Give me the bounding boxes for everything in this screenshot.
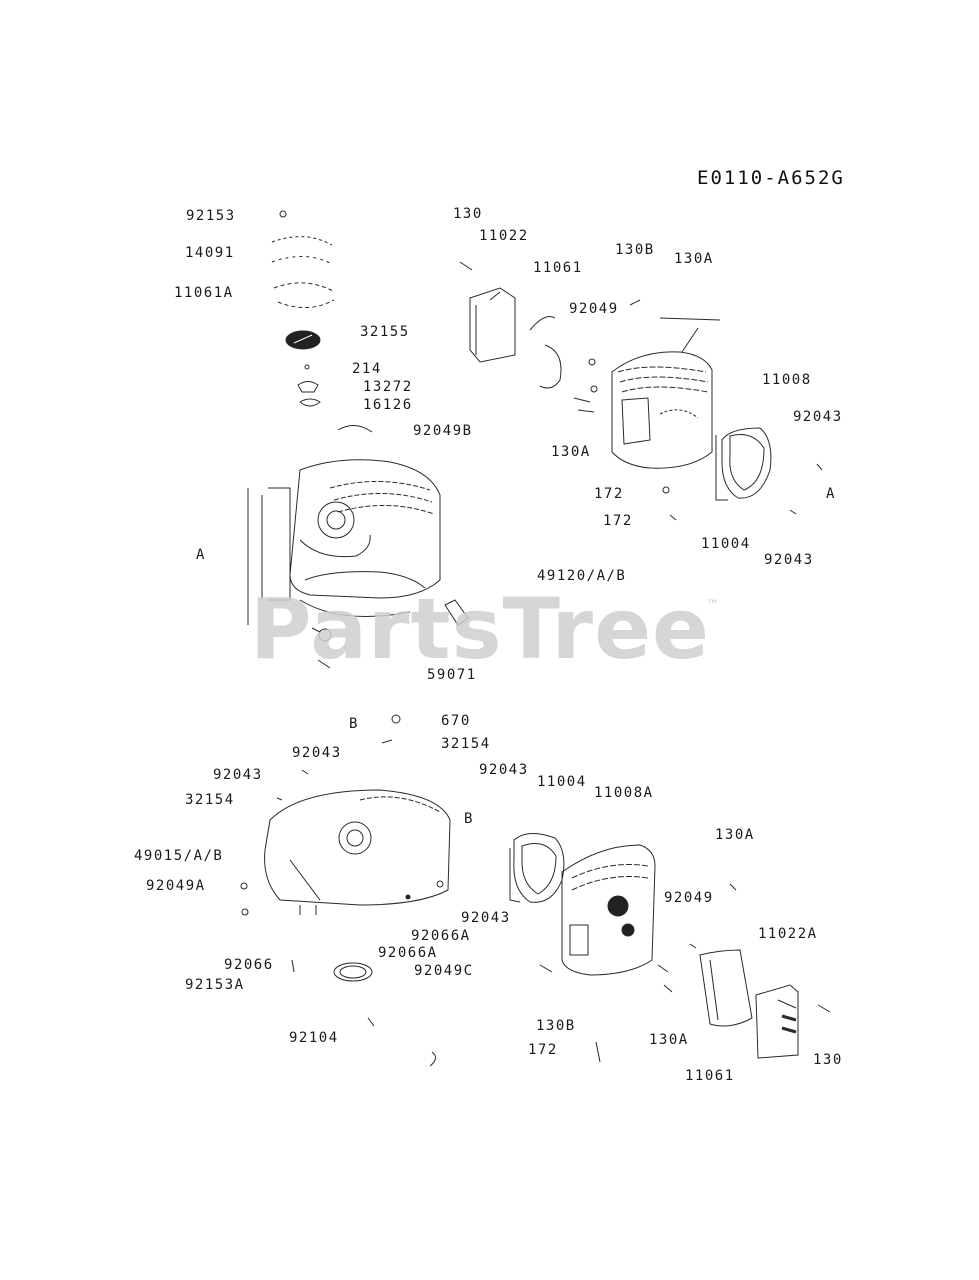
callout-49015-a-b[interactable]: 49015/A/B xyxy=(134,848,224,864)
lower-cylinder-drawing xyxy=(510,833,830,1062)
callout-32154-lower[interactable]: 32154 xyxy=(185,792,235,808)
callout-92066a-a[interactable]: 92066A xyxy=(411,928,471,944)
callout-92153a[interactable]: 92153A xyxy=(185,977,245,993)
callout-92066[interactable]: 92066 xyxy=(224,957,274,973)
callout-172-a[interactable]: 172 xyxy=(594,486,624,502)
callout-92043-lower-d[interactable]: 92043 xyxy=(461,910,511,926)
callout-92043-lower-b[interactable]: 92043 xyxy=(213,767,263,783)
callout-92049c[interactable]: 92049C xyxy=(414,963,474,979)
callout-ref-b-lower[interactable]: B xyxy=(464,811,474,827)
upper-cylinder-drawing xyxy=(460,262,822,520)
callout-92153[interactable]: 92153 xyxy=(186,208,236,224)
callout-92104[interactable]: 92104 xyxy=(289,1030,339,1046)
callout-214[interactable]: 214 xyxy=(352,361,382,377)
callout-130-top[interactable]: 130 xyxy=(453,206,483,222)
callout-ref-a-right[interactable]: A xyxy=(826,486,836,502)
callout-49120-a-b[interactable]: 49120/A/B xyxy=(537,568,627,584)
callout-14091[interactable]: 14091 xyxy=(185,245,235,261)
air-filter-stack-drawing xyxy=(272,211,372,432)
callout-32154-upper[interactable]: 32154 xyxy=(441,736,491,752)
callout-92043-right-b[interactable]: 92043 xyxy=(764,552,814,568)
callout-130a-lower-a[interactable]: 130A xyxy=(715,827,755,843)
callout-92049-top[interactable]: 92049 xyxy=(569,301,619,317)
callout-ref-a-left[interactable]: A xyxy=(196,547,206,563)
callout-16126[interactable]: 16126 xyxy=(363,397,413,413)
callout-670[interactable]: 670 xyxy=(441,713,471,729)
crankcase-block-drawing xyxy=(248,460,468,668)
callout-59071[interactable]: 59071 xyxy=(427,667,477,683)
callout-130a-lower-b[interactable]: 130A xyxy=(649,1032,689,1048)
callout-130a-mid[interactable]: 130A xyxy=(551,444,591,460)
callout-11022a[interactable]: 11022A xyxy=(758,926,818,942)
callout-92049-lower[interactable]: 92049 xyxy=(664,890,714,906)
callout-92043-lower-a[interactable]: 92043 xyxy=(292,745,342,761)
callout-11061-top[interactable]: 11061 xyxy=(533,260,583,276)
callout-130b-top[interactable]: 130B xyxy=(615,242,655,258)
callout-130-lower[interactable]: 130 xyxy=(813,1052,843,1068)
callout-11004-lower[interactable]: 11004 xyxy=(537,774,587,790)
callout-92049a[interactable]: 92049A xyxy=(146,878,206,894)
callout-11008a[interactable]: 11008A xyxy=(594,785,654,801)
callout-172-b[interactable]: 172 xyxy=(603,513,633,529)
callout-92049b[interactable]: 92049B xyxy=(413,423,473,439)
callout-11061-lower[interactable]: 11061 xyxy=(685,1068,735,1084)
callout-13272[interactable]: 13272 xyxy=(363,379,413,395)
callout-11004-top[interactable]: 11004 xyxy=(701,536,751,552)
callout-92066a-b[interactable]: 92066A xyxy=(378,945,438,961)
callout-92043-lower-c[interactable]: 92043 xyxy=(479,762,529,778)
callout-11022[interactable]: 11022 xyxy=(479,228,529,244)
callout-130b-lower[interactable]: 130B xyxy=(536,1018,576,1034)
callout-ref-b-upper[interactable]: B xyxy=(349,716,359,732)
callout-32155[interactable]: 32155 xyxy=(360,324,410,340)
callout-130a-top[interactable]: 130A xyxy=(674,251,714,267)
diagram-code: E0110-A652G xyxy=(697,167,845,189)
trademark-mark: ™ xyxy=(706,598,719,613)
partstree-watermark: PartsTree xyxy=(250,580,711,678)
callout-92043-right-a[interactable]: 92043 xyxy=(793,409,843,425)
callout-172-lower[interactable]: 172 xyxy=(528,1042,558,1058)
lower-crankcase-drawing xyxy=(241,715,450,1066)
callout-11061a[interactable]: 11061A xyxy=(174,285,234,301)
callout-11008[interactable]: 11008 xyxy=(762,372,812,388)
